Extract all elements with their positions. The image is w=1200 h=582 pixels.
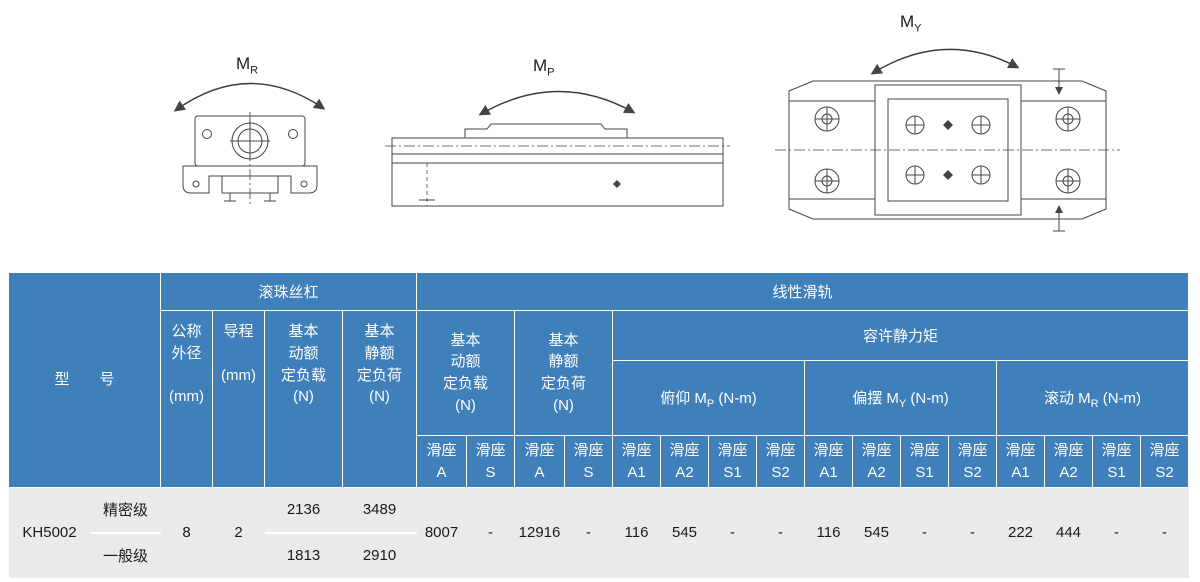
yaw-arrow-icon (870, 48, 1020, 75)
col-header-lg-static-load: 基本 静额 定负荷 (N) (514, 310, 613, 436)
col-header-yaw-moment: 偏摆 MY (N-m) (804, 360, 997, 436)
col-header-mp-slider-s2: 滑座 S2 (756, 435, 805, 488)
data-row-precision: KH5002 精密级 8 2 2136 3489 8007 - 12916 - … (8, 487, 1189, 578)
mr-subscript: R (250, 64, 259, 77)
mp-symbol: M (533, 56, 548, 75)
cell-grade-normal: 一般级 (90, 532, 161, 578)
col-header-nominal-od: 公称 外径 (mm) (160, 310, 213, 488)
col-header-mr-slider-a2: 滑座 A2 (1044, 435, 1093, 488)
cell-grade-precision: 精密级 (90, 487, 161, 534)
header-moment-row: 俯仰 MP (N-m) 偏摆 MY (N-m) 滚动 MR (N-m) (9, 360, 1189, 436)
col-header-lg-stat-slider-s: 滑座 S (564, 435, 613, 488)
col-header-lead: 导程 (mm) (212, 310, 265, 488)
data-row-normal: 一般级 1813 2910 (9, 532, 1189, 578)
cell-mp-a1: 116 (612, 487, 661, 578)
cell-mp-a2: 545 (660, 487, 709, 578)
cell-mp-s1: - (708, 487, 757, 578)
pitch-label: 俯仰 M (660, 389, 707, 407)
col-header-mp-slider-s1: 滑座 S1 (708, 435, 757, 488)
col-header-lg-dyn-slider-a: 滑座 A (416, 435, 467, 488)
header-group-row: 型 号 滚珠丝杠 线性滑轨 (8, 272, 1189, 488)
pitch-arrow-icon (478, 90, 636, 116)
col-header-bs-dynamic-load: 基本 动额 定负载 (N) (264, 310, 343, 488)
front-view-diagram (173, 82, 326, 206)
mr-symbol: M (236, 54, 251, 73)
cell-bs-static-normal: 2910 (342, 532, 417, 578)
cell-model: KH5002 (8, 487, 91, 578)
col-header-lg-dyn-slider-s: 滑座 S (466, 435, 515, 488)
col-header-mp-slider-a1: 滑座 A1 (612, 435, 661, 488)
col-header-linear-guide: 线性滑轨 (416, 272, 1189, 311)
col-header-mr-slider-s1: 滑座 S1 (1092, 435, 1141, 488)
cell-mr-s1: - (1092, 487, 1141, 578)
pitch-subscript: P (706, 397, 715, 410)
col-header-my-slider-a1: 滑座 A1 (804, 435, 853, 488)
col-header-ball-screw: 滚珠丝杠 (160, 272, 417, 311)
spec-table: 型 号 滚珠丝杠 线性滑轨 公称 外径 (mm) 导程 (mm) 基本 动额 定… (8, 272, 1189, 578)
moment-label-mr: MR (236, 54, 258, 76)
cell-nominal-od: 8 (160, 487, 213, 578)
cell-bs-static-precision: 3489 (342, 487, 417, 534)
top-view-diagram (775, 48, 1120, 232)
col-header-my-slider-s1: 滑座 S1 (900, 435, 949, 488)
col-header-mr-slider-s2: 滑座 S2 (1140, 435, 1189, 488)
cell-lg-static-a: 12916 (514, 487, 565, 578)
my-symbol: M (900, 12, 915, 31)
header-slider-row: 滑座 A 滑座 S 滑座 A 滑座 S 滑座 A1 滑座 A2 滑座 S1 滑座… (9, 435, 1189, 488)
col-header-pitch-moment: 俯仰 MP (N-m) (612, 360, 805, 436)
cell-mp-s2: - (756, 487, 805, 578)
cell-my-s1: - (900, 487, 949, 578)
roll-subscript: R (1090, 397, 1099, 410)
cell-my-a2: 545 (852, 487, 901, 578)
cell-bs-dynamic-precision: 2136 (264, 487, 343, 534)
roll-label: 滚动 M (1043, 389, 1091, 407)
col-header-lg-dynamic-load: 基本 动额 定负载 (N) (416, 310, 515, 436)
col-header-static-moment: 容许静力矩 (612, 310, 1189, 361)
my-subscript: Y (914, 22, 922, 35)
cell-mr-a1: 222 (996, 487, 1045, 578)
side-view-diagram (385, 90, 730, 207)
cell-mr-s2: - (1140, 487, 1189, 578)
col-header-lg-stat-slider-a: 滑座 A (514, 435, 565, 488)
yaw-label: 偏摆 M (852, 389, 899, 407)
roll-arrow-icon (173, 82, 326, 112)
moment-label-my: MY (900, 12, 922, 34)
col-header-my-slider-a2: 滑座 A2 (852, 435, 901, 488)
cell-bs-dynamic-normal: 1813 (264, 532, 343, 578)
mp-subscript: P (547, 66, 555, 79)
header-sub-row: 公称 外径 (mm) 导程 (mm) 基本 动额 定负载 (N) 基本 静额 定… (9, 310, 1189, 488)
pitch-unit: (N-m) (714, 389, 757, 407)
cell-lg-dynamic-s: - (466, 487, 515, 578)
cell-lg-static-s: - (564, 487, 613, 578)
cell-my-s2: - (948, 487, 997, 578)
cell-lg-dynamic-a: 8007 (416, 487, 467, 578)
cell-my-a1: 116 (804, 487, 853, 578)
col-header-bs-static-load: 基本 静额 定负荷 (N) (342, 310, 417, 488)
col-header-roll-moment: 滚动 MR (N-m) (996, 360, 1189, 436)
col-header-mp-slider-a2: 滑座 A2 (660, 435, 709, 488)
yaw-unit: (N-m) (906, 389, 949, 407)
roll-unit: (N-m) (1098, 389, 1142, 407)
yaw-subscript: Y (898, 397, 907, 410)
cell-lead: 2 (212, 487, 265, 578)
moment-label-mp: MP (533, 56, 555, 78)
col-header-my-slider-s2: 滑座 S2 (948, 435, 997, 488)
col-header-mr-slider-a1: 滑座 A1 (996, 435, 1045, 488)
cell-mr-a2: 444 (1044, 487, 1093, 578)
col-header-model: 型 号 (8, 272, 161, 488)
